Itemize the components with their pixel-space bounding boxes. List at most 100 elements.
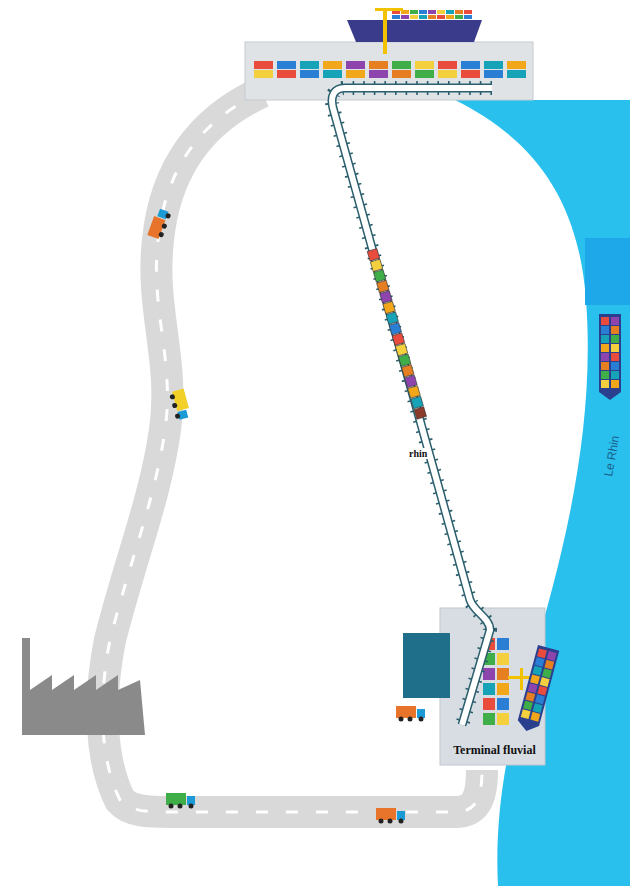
container (369, 70, 388, 78)
container (611, 371, 619, 379)
container (461, 61, 480, 69)
container (419, 10, 427, 14)
truck-cargo (376, 808, 396, 820)
container (601, 362, 609, 370)
container (455, 15, 463, 19)
container (611, 362, 619, 370)
container (530, 674, 540, 684)
container (346, 70, 365, 78)
wheel (175, 413, 181, 419)
container (410, 10, 418, 14)
container (601, 380, 609, 388)
container (537, 648, 547, 658)
wagon (392, 333, 404, 345)
road-marking (103, 92, 482, 812)
wheel (169, 394, 175, 400)
container (601, 335, 609, 343)
container (611, 344, 619, 352)
container (537, 686, 547, 696)
container (483, 698, 495, 710)
wagon (389, 322, 401, 334)
container (611, 335, 619, 343)
container (611, 380, 619, 388)
container (323, 70, 342, 78)
container (601, 317, 609, 325)
warehouse (403, 633, 450, 698)
truck (376, 808, 405, 824)
container (446, 10, 454, 14)
wheel (161, 223, 167, 229)
container (601, 371, 609, 379)
truck (169, 389, 191, 421)
container (438, 61, 457, 69)
wagon (405, 375, 417, 387)
container (277, 70, 296, 78)
container (497, 638, 509, 650)
wheel (158, 231, 164, 237)
railway-bed (332, 88, 492, 725)
container (542, 668, 552, 678)
container (497, 668, 509, 680)
wheel (178, 804, 183, 809)
container (544, 660, 554, 670)
container (535, 694, 545, 704)
container (446, 15, 454, 19)
container (547, 651, 557, 661)
container (455, 10, 463, 14)
container (523, 701, 533, 711)
container (428, 10, 436, 14)
barge (599, 314, 621, 400)
container (497, 683, 509, 695)
truck (396, 706, 425, 722)
truck (166, 793, 195, 809)
container (346, 61, 365, 69)
container (437, 15, 445, 19)
truck-cargo (172, 389, 189, 411)
truck-cargo (396, 706, 416, 718)
railway-rails (332, 88, 492, 725)
container (507, 61, 526, 69)
wagon (411, 396, 423, 408)
container (415, 61, 434, 69)
container (464, 15, 472, 19)
container (532, 666, 542, 676)
wheel (419, 717, 424, 722)
container (392, 70, 411, 78)
container (507, 70, 526, 78)
container (277, 61, 296, 69)
container (521, 709, 531, 719)
container (611, 317, 619, 325)
ship-hull (347, 20, 482, 42)
container (611, 326, 619, 334)
wagon (398, 354, 410, 366)
container (484, 61, 503, 69)
container (300, 70, 319, 78)
wheel (388, 819, 393, 824)
barge-hull (516, 645, 560, 734)
wagon (414, 407, 426, 419)
container (401, 15, 409, 19)
ship-crane (383, 8, 387, 54)
container (483, 713, 495, 725)
container (461, 70, 480, 78)
factory (22, 638, 145, 735)
container (438, 70, 457, 78)
wheel (399, 717, 404, 722)
container (497, 713, 509, 725)
container (533, 703, 543, 713)
railway-label: rhin (408, 448, 428, 459)
container (392, 15, 400, 19)
container (497, 698, 509, 710)
container (601, 344, 609, 352)
container (540, 677, 550, 687)
terminal-crane (520, 668, 523, 690)
container (464, 10, 472, 14)
barge (516, 645, 560, 734)
truck-cargo (166, 793, 186, 805)
container (611, 353, 619, 361)
railway-ties (332, 88, 492, 725)
wheel (169, 804, 174, 809)
container (601, 353, 609, 361)
wagon (402, 365, 414, 377)
